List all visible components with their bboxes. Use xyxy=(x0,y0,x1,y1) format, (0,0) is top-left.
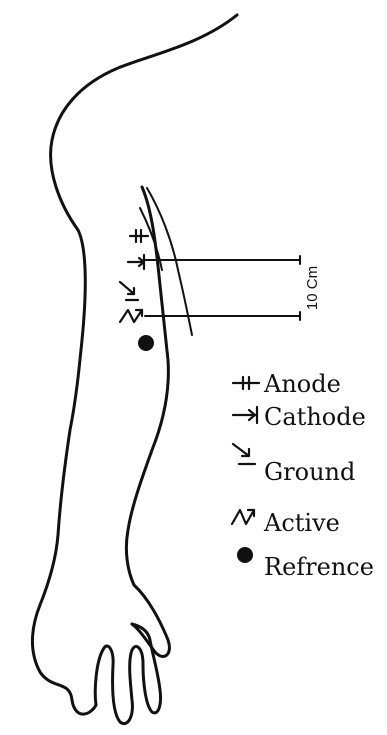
legend-label-ground: Ground xyxy=(264,458,355,486)
legend-label-reference: Refrence xyxy=(264,553,374,581)
legend-label-anode: Anode xyxy=(263,370,341,398)
legend: Anode Cathode Ground Ac xyxy=(232,370,374,581)
legend-item-ground: Ground xyxy=(233,444,355,486)
ground-symbol xyxy=(233,444,255,464)
legend-item-anode: Anode xyxy=(233,370,341,398)
fingers xyxy=(95,624,160,724)
placed-cathode-symbol xyxy=(128,255,144,269)
reference-dot xyxy=(237,547,253,563)
legend-item-reference: Refrence xyxy=(237,547,374,581)
distance-label: 10 Cm xyxy=(304,266,321,310)
measurement-lines xyxy=(145,256,300,320)
anode-symbol xyxy=(233,377,259,389)
arm-outer-edge xyxy=(32,15,237,714)
active-symbol xyxy=(232,510,254,524)
hand xyxy=(95,585,169,724)
placed-active-symbol xyxy=(120,310,142,322)
placed-reference-dot xyxy=(138,335,154,351)
placed-anode-symbol xyxy=(130,230,148,242)
cathode-symbol xyxy=(233,407,257,423)
arm-outline xyxy=(32,15,237,714)
legend-item-cathode: Cathode xyxy=(233,403,366,431)
bone-line-upper xyxy=(147,188,192,335)
legend-label-active: Active xyxy=(263,509,340,537)
placed-ground-symbol xyxy=(120,282,138,300)
legend-label-cathode: Cathode xyxy=(264,403,366,431)
legend-item-active: Active xyxy=(232,509,340,537)
arm-inner-edge xyxy=(126,187,168,585)
